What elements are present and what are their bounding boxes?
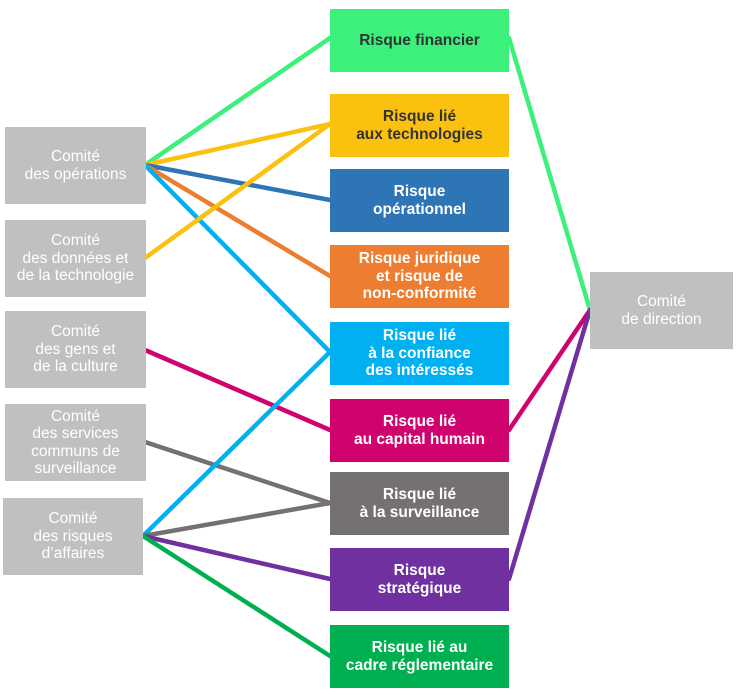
connector-strat-dir [506, 307, 593, 582]
committee-people-culture: Comité des gens et de la culture [5, 311, 146, 388]
risk-regulatory: Risque lié au cadre réglementaire [330, 625, 509, 688]
committee-business-risks: Comité des risques d’affaires [3, 498, 143, 575]
connector-people-cap [142, 347, 333, 433]
risk-operational: Risque opérationnel [330, 169, 509, 232]
risk-human-capital: Risque lié au capital humain [330, 399, 509, 462]
connector-business-surv [140, 500, 333, 539]
committee-data-technology: Comité des données et de la technologie [5, 220, 146, 297]
risk-oversight: Risque lié à la surveillance [330, 472, 509, 535]
risk-strategic: Risque stratégique [330, 548, 509, 611]
committee-shared-services: Comité des services communs de surveilla… [5, 404, 146, 481]
connector-fin-dir [506, 35, 593, 313]
connector-ops-fin [142, 35, 333, 168]
connector-ops-op [142, 162, 333, 203]
connector-services-surv [142, 439, 333, 506]
risk-stakeholder-trust: Risque lié à la confiance des intéressés [330, 322, 509, 385]
connector-ops-jur [142, 162, 333, 279]
connector-business-conf [140, 349, 333, 539]
connector-cap-dir [506, 307, 593, 433]
connector-business-reg [140, 533, 333, 659]
risk-financial: Risque financier [330, 9, 509, 72]
connector-data-tech [142, 121, 333, 261]
connector-ops-tech [142, 121, 333, 168]
risk-technology: Risque lié aux technologies [330, 94, 509, 157]
connector-business-strat [140, 533, 333, 582]
committee-direction: Comité de direction [590, 272, 733, 349]
committee-operations: Comité des opérations [5, 127, 146, 204]
risk-legal-compliance: Risque juridique et risque de non-confor… [330, 245, 509, 308]
connector-ops-conf [142, 162, 333, 355]
